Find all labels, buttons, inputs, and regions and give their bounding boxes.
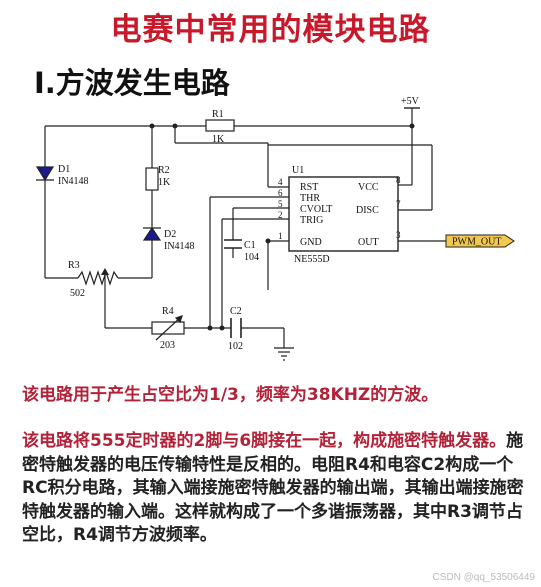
summary-note: 该电路用于产生占空比为1/3，频率为38KHZ的方波。 (22, 385, 439, 405)
pwm-out-label: PWM_OUT (452, 237, 501, 248)
c2-value: 102 (228, 341, 243, 352)
r2-value: 1K (158, 177, 171, 188)
pin-name-thr: THR (300, 193, 320, 204)
pin-name-cvolt: CVOLT (300, 204, 332, 215)
r2-ref: R2 (158, 165, 170, 176)
square-wave-circuit-diagram: +5V U1 NE555D 4 6 5 2 1 RST THR CVOLT TR… (35, 96, 515, 361)
watermark: CSDN @qq_53506449 (432, 572, 535, 583)
r3-ref: R3 (68, 260, 80, 271)
pin-name-out: OUT (358, 237, 379, 248)
c1-value: 104 (244, 252, 259, 263)
variable-resistor-r4 (151, 315, 185, 341)
explanation-paragraph: 该电路将555定时器的2脚与6脚接在一起，构成施密特触发器。施密特触发器的电压传… (22, 430, 534, 548)
pin-name-rst: RST (300, 182, 318, 193)
pin-name-vcc: VCC (358, 182, 379, 193)
pin-num-3: 3 (396, 230, 401, 240)
d1-value: IN4148 (58, 176, 89, 187)
d1-ref: D1 (58, 164, 70, 175)
page-title: 电赛中常用的模块电路 (110, 12, 431, 48)
capacitor-c1 (224, 239, 242, 249)
pin-name-disc: DISC (356, 205, 379, 216)
r1-value: 1K (212, 134, 225, 145)
r4-value: 203 (160, 340, 175, 351)
supply-label: +5V (401, 96, 420, 107)
explanation-highlight: 该电路将555定时器的2脚与6脚接在一起，构成施密特触发器。 (22, 431, 507, 451)
c2-ref: C2 (230, 306, 242, 317)
pin-name-trig: TRIG (300, 215, 323, 226)
r3-value: 502 (70, 288, 85, 299)
pin-num-4: 4 (278, 177, 283, 187)
d2-ref: D2 (164, 229, 176, 240)
pin-num-1: 1 (278, 231, 283, 241)
pin-num-6: 6 (278, 188, 283, 198)
section-heading: I.方波发生电路 (34, 66, 230, 100)
d2-value: IN4148 (164, 241, 195, 252)
r4-ref: R4 (162, 306, 174, 317)
pin-num-8: 8 (396, 175, 401, 185)
c1-ref: C1 (244, 240, 256, 251)
potentiometer-r3 (77, 270, 119, 286)
ground-symbol (274, 347, 294, 361)
pin-num-7: 7 (396, 199, 401, 209)
pin-num-5: 5 (278, 199, 283, 209)
pin-num-2: 2 (278, 210, 283, 220)
diode-d1 (35, 166, 55, 182)
pwm-out-port (445, 234, 515, 248)
ne555-chip (288, 176, 399, 252)
r1-ref: R1 (212, 109, 224, 120)
capacitor-c2 (230, 318, 242, 338)
diode-d2 (142, 226, 162, 241)
ic-part: NE555D (294, 254, 330, 265)
ic-ref: U1 (292, 165, 304, 176)
pin-name-gnd: GND (300, 237, 322, 248)
explanation-body: 施密特触发器的电压传输特性是反相的。电阻R4和电容C2构成一个RC积分电路，其输… (22, 431, 524, 545)
